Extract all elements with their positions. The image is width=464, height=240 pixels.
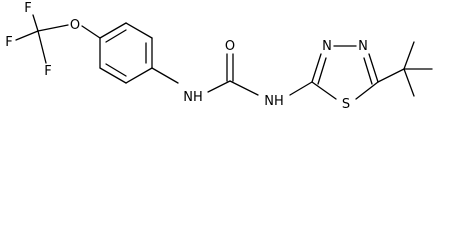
structure-canvas: F F F O O NH NH N N S [5, 1, 433, 112]
bond-cf-bottom [37, 30, 47, 64]
thiadiazole-c5-s [355, 81, 379, 100]
bond-c5-tbutyl [377, 68, 405, 83]
atom-oxygen-carbonyl: O [225, 39, 235, 54]
atom-nitrogen-ring-right: N [358, 39, 368, 54]
thiadiazole-n4-c5-a [368, 53, 379, 83]
atom-fluorine-top: F [24, 1, 31, 16]
bond-lines [15, 14, 433, 100]
ring-double-3 [105, 63, 127, 77]
bond-nh-thiadiazole [289, 81, 313, 96]
ring-bond-4 [125, 67, 153, 84]
bond-cf-left [15, 30, 39, 41]
bond-aryl-nh [151, 67, 179, 84]
atom-sulfur: S [342, 97, 350, 112]
ring-double-1 [105, 29, 127, 43]
chemical-structure: F F F O O NH NH N N S [5, 1, 433, 112]
atom-oxygen-ether: O [70, 18, 80, 33]
ring-bond-5 [99, 67, 127, 84]
thiadiazole-c2-n3-a [311, 53, 322, 83]
thiadiazole-n4-c5-b [363, 57, 373, 85]
bond-cf-top [32, 14, 39, 32]
atom-nitrogen-ring-top: N [322, 39, 332, 54]
atom-fluorine-bottom: F [44, 64, 51, 79]
thiadiazole-s-c2 [311, 81, 337, 100]
thiadiazole-c2-n3-b [317, 57, 327, 85]
atom-fluorine-left: F [5, 35, 12, 50]
atom-nh-right: NH [264, 94, 284, 109]
bond-carbonyl-nh [229, 80, 259, 96]
ring-bond-2 [125, 22, 153, 39]
ring-bond-1 [99, 22, 127, 39]
bond-o-aryl [81, 25, 101, 39]
bond-tbutyl-methyl-bottom [403, 68, 415, 97]
atom-labels: F F F O O NH NH N N S [5, 1, 368, 112]
bond-nh-carbonyl [207, 80, 231, 93]
bond-tbutyl-methyl-top [403, 41, 415, 70]
bond-c-o-ether [37, 24, 69, 32]
atom-nh-left: NH [183, 90, 203, 105]
